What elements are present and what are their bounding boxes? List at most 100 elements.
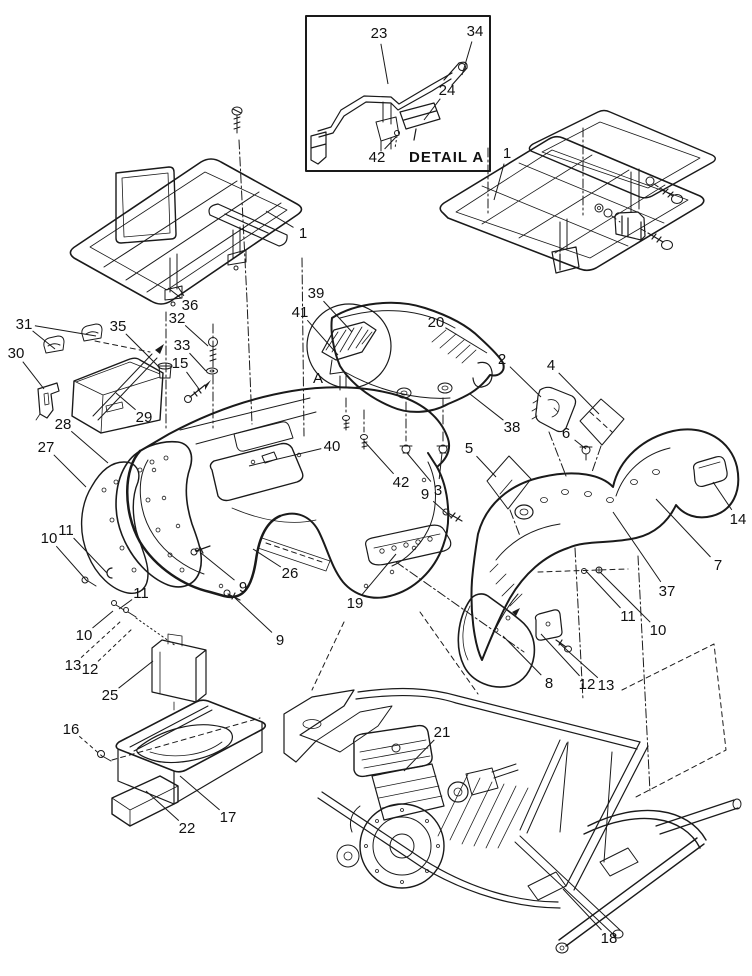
seat-hatching [431,329,477,364]
reflector-14-inner [698,461,721,469]
wellnut-36 [158,365,172,379]
leader-line-37-47 [612,511,662,583]
rear-rack-lower-deck [439,135,705,272]
callout-21-40: 21 [434,724,451,741]
axis-rear-2 [574,547,584,701]
latch-rod-arrow [155,344,164,354]
screw-11b-shaft [115,604,125,611]
callout-33-20: 33 [174,337,191,354]
detail-fitting-end [458,63,466,71]
leader-line-39-7 [323,300,353,333]
engine-head-fins [359,739,431,769]
rear-rack-bolt2-head [661,240,673,250]
callout-11-48: 11 [620,608,636,625]
front-fender-right-arch-inner [391,461,436,567]
leader-line-42-3 [384,136,397,150]
rear-rack-rails [481,154,666,254]
rear-fender-inner-hump [615,447,671,497]
mudflap-8-arrow [512,608,520,616]
frame-front-plate [283,689,355,763]
front-rack-backrest [115,166,177,244]
storage-box-handle [129,705,213,752]
panel-4 [579,398,625,446]
frame-rear-downtube [565,741,649,891]
callout-5-44: 5 [465,440,473,457]
frame-front-slot [302,719,322,729]
decal-strip-26 [257,537,331,572]
construction-lines [165,139,727,799]
rear-rack-clamp-1 [614,211,646,241]
screw-16-axis [111,717,261,761]
callout-27-24: 27 [38,439,55,456]
storage-box-group [97,699,267,827]
leader-line-31-16 [34,325,97,337]
seat-top-ridge [339,310,456,329]
mudflap-28 [115,440,203,588]
seat-screw-3 [447,512,463,522]
frame-verticals [559,741,613,863]
leader-line-33-20 [189,352,207,372]
leader-line-27-24 [53,454,87,488]
callout-28-23: 28 [55,416,72,433]
leader-line-4-42 [558,372,600,415]
callout-14-45: 14 [730,511,747,528]
axis-heelplate [395,561,525,653]
front-fender-console [233,421,294,452]
detail-center-hanger [375,101,400,152]
leader-line-17-39 [179,775,220,811]
front-rack-inner-rim [89,171,288,291]
callout-40-25: 40 [324,438,341,455]
front-rack-strap-1 [164,253,183,301]
leader-line-13-52 [558,642,599,679]
callout-13-34: 13 [65,657,82,674]
callout-20-9: 20 [428,314,445,331]
front-fender-top-edge [139,386,451,468]
callout-9-29: 9 [276,632,284,649]
rear-fender-holes [540,469,660,503]
callout-10-33: 10 [76,627,93,644]
leader-line-9-29 [233,596,273,633]
rear-rack-upper-inner [541,121,701,189]
leader-line-6-43 [574,439,587,450]
detail-rod-lower [318,78,452,138]
callout-18-41: 18 [601,930,618,947]
seat [306,301,505,522]
rear-rack-bolt2-axis [640,228,649,234]
heel-plate-inner [373,533,441,549]
front-fender-seam [231,507,317,523]
callout-36-5: 36 [182,297,199,314]
bracket-12-hole [545,621,551,627]
rear-rack-strut-2 [559,218,568,253]
engine-carb [447,781,469,803]
leader-line-10-33 [92,610,114,629]
callout-10-30: 10 [41,530,58,547]
cap-install-line [94,340,151,353]
callout-41-8: 41 [292,304,309,321]
callout-11-31: 11 [58,522,74,539]
leader-line-19-27 [361,553,397,595]
leader-line-42-13 [363,440,394,475]
mudflap-8-hole-2 [505,615,511,621]
leader-line-10-49 [599,571,651,623]
heel-plate-holes [379,536,433,554]
seat-outline [330,301,505,413]
engine-valve-cover [352,724,433,778]
front-rack-strap-bolt-2 [233,265,239,271]
screw-16-shaft [103,756,112,762]
engine-plug [391,743,401,753]
seat-latch-bracket [329,359,347,391]
screw-15 [189,384,206,398]
leader-line-11-31 [73,537,108,574]
washer-33-hole [209,369,215,373]
front-rack-strap-2 [227,226,247,266]
callout-42-13: 42 [393,474,410,491]
front-rack-side-loop [208,203,288,247]
detail-a-border [305,15,491,172]
leader-line-38-11 [469,393,504,421]
screw-13-right [555,639,567,648]
bracket-30 [37,382,60,419]
callout-23-0: 23 [371,25,388,42]
leader-line-32-19 [184,325,209,347]
axis-center [301,257,305,437]
leader-line-13-34 [80,620,122,658]
